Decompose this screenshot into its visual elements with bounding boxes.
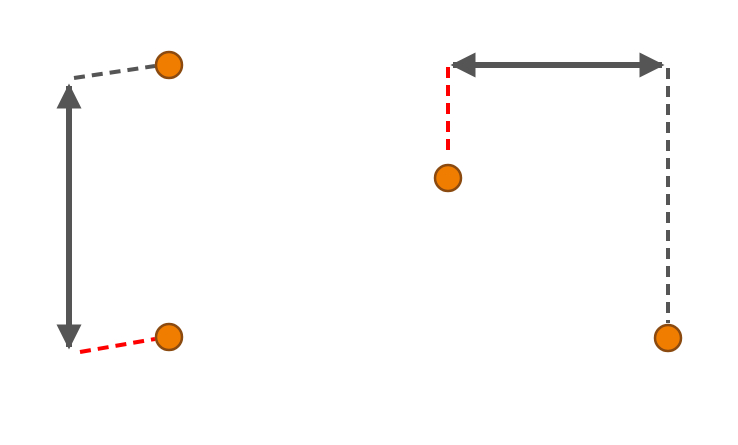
point-top (154, 50, 184, 80)
left-panel (56, 50, 184, 354)
gray-dashed-connector (73, 64, 156, 80)
right-panel (433, 52, 683, 353)
point-right (653, 323, 683, 353)
point-left (433, 163, 463, 193)
red-dashed-connector (79, 337, 156, 354)
point-bottom (154, 322, 184, 352)
